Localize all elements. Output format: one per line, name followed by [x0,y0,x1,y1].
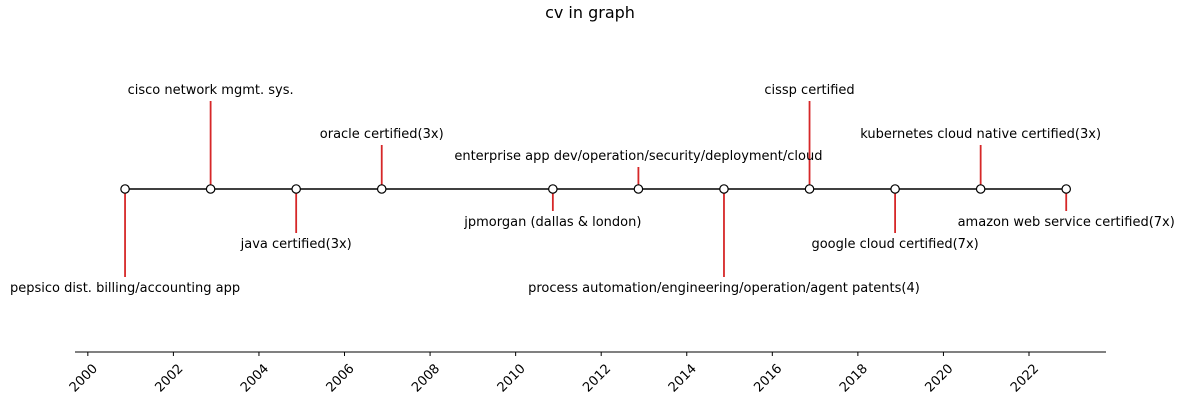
event-marker [719,184,729,194]
event-label: jpmorgan (dallas & london) [463,215,641,230]
x-tick-label: 2002 [152,361,186,395]
event-label: google cloud certified(7x) [811,237,978,252]
x-tick-label: 2018 [837,361,871,395]
x-axis-ticks: 2000 2002 2004 2006 2008 2010 2012 2014 2016 2018… [67,352,1042,395]
event-marker [205,184,216,194]
event-label: pepsico dist. billing/accounting app [10,281,240,296]
x-tick-label: 2006 [324,361,358,395]
x-tick-label: 2008 [409,361,443,395]
event-label: cissp certified [764,83,854,98]
event-label: amazon web service certified(7x) [958,215,1175,230]
x-tick-label: 2012 [580,361,614,395]
event-label: process automation/engineering/operation… [528,281,920,296]
event-marker [633,184,644,194]
x-tick-label: 2004 [238,361,272,395]
event-label: oracle certified(3x) [320,127,444,142]
x-tick-label: 2022 [1008,361,1042,395]
event-marker [1061,184,1072,194]
x-tick-label: 2016 [751,361,785,395]
marker-group [120,184,1072,194]
event-label: java certified(3x) [240,237,352,252]
x-tick-label: 2020 [922,361,956,395]
event-label: enterprise app dev/operation/security/de… [454,149,822,164]
event-marker [975,184,986,194]
chart-title: cv in graph [545,3,635,22]
event-label: cisco network mgmt. sys. [128,83,294,98]
event-marker [291,184,301,194]
x-tick-label: 2010 [495,361,529,395]
x-tick-label: 2000 [67,361,101,395]
event-marker [120,184,130,194]
label-group: pepsico dist. billing/accounting app cisc… [10,83,1175,296]
event-label: kubernetes cloud native certified(3x) [860,127,1101,142]
event-marker [804,184,815,194]
x-tick-label: 2014 [666,361,700,395]
event-marker [890,184,900,194]
event-marker [376,184,387,194]
event-marker [548,184,558,194]
